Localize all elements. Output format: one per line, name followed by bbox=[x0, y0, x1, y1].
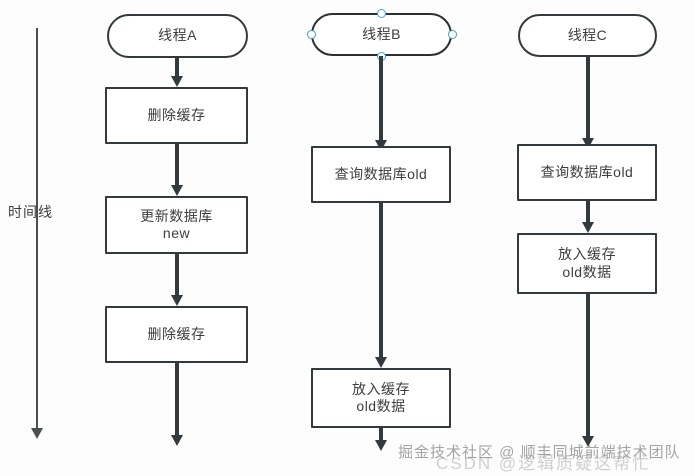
node-c-step-2[interactable]: 放入缓存 old数据 bbox=[517, 233, 657, 294]
node-b-step-2[interactable]: 放入缓存 old数据 bbox=[311, 368, 451, 428]
timeline-label: 时间线 bbox=[8, 204, 53, 220]
node-a-step-1[interactable]: 删除缓存 bbox=[105, 87, 248, 144]
node-a-step-3[interactable]: 删除缓存 bbox=[105, 306, 248, 363]
node-a-step-2[interactable]: 更新数据库 new bbox=[105, 196, 248, 254]
lane-header-thread-c[interactable]: 线程C bbox=[518, 14, 657, 57]
selection-handle-left[interactable] bbox=[306, 30, 316, 39]
lane-header-thread-b[interactable]: 线程B bbox=[311, 13, 452, 56]
node-c-step-1[interactable]: 查询数据库old bbox=[517, 144, 657, 201]
selection-handle-right[interactable] bbox=[447, 30, 457, 39]
node-b-step-1[interactable]: 查询数据库old bbox=[311, 146, 451, 203]
selection-handle-top[interactable] bbox=[377, 8, 386, 18]
lane-header-thread-a[interactable]: 线程A bbox=[107, 14, 248, 58]
watermark-juejin: 掘金技术社区 @ 顺丰同城前端技术团队 bbox=[398, 444, 681, 461]
watermark-csdn: CSDN @逻辑质疑这帮忙 bbox=[436, 454, 652, 473]
